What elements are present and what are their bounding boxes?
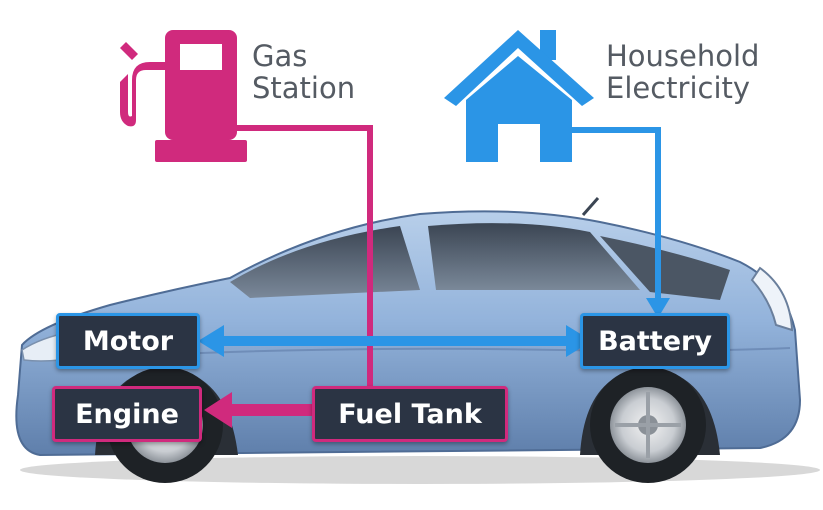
motor-box: Motor bbox=[56, 313, 200, 369]
gas-station-label: Gas Station bbox=[252, 40, 355, 104]
gas-station-line2: Station bbox=[252, 71, 356, 105]
engine-box: Engine bbox=[52, 386, 202, 442]
fuel-flow-line bbox=[204, 125, 373, 428]
household-electricity-line2: Electricity bbox=[606, 71, 751, 105]
gas-station-line1: Gas bbox=[252, 39, 308, 73]
hatch-window bbox=[600, 236, 730, 300]
rear-wheel bbox=[590, 367, 706, 483]
household-electricity-label: Household Electricity bbox=[606, 40, 759, 104]
gas-pump-icon bbox=[120, 30, 247, 162]
fuel-tank-box: Fuel Tank bbox=[312, 386, 508, 442]
house-icon bbox=[444, 30, 594, 162]
tail-light bbox=[750, 266, 794, 332]
household-electricity-line1: Household bbox=[606, 39, 760, 73]
rear-window bbox=[428, 223, 640, 290]
electric-flow-line bbox=[198, 127, 670, 357]
battery-box: Battery bbox=[580, 313, 730, 369]
